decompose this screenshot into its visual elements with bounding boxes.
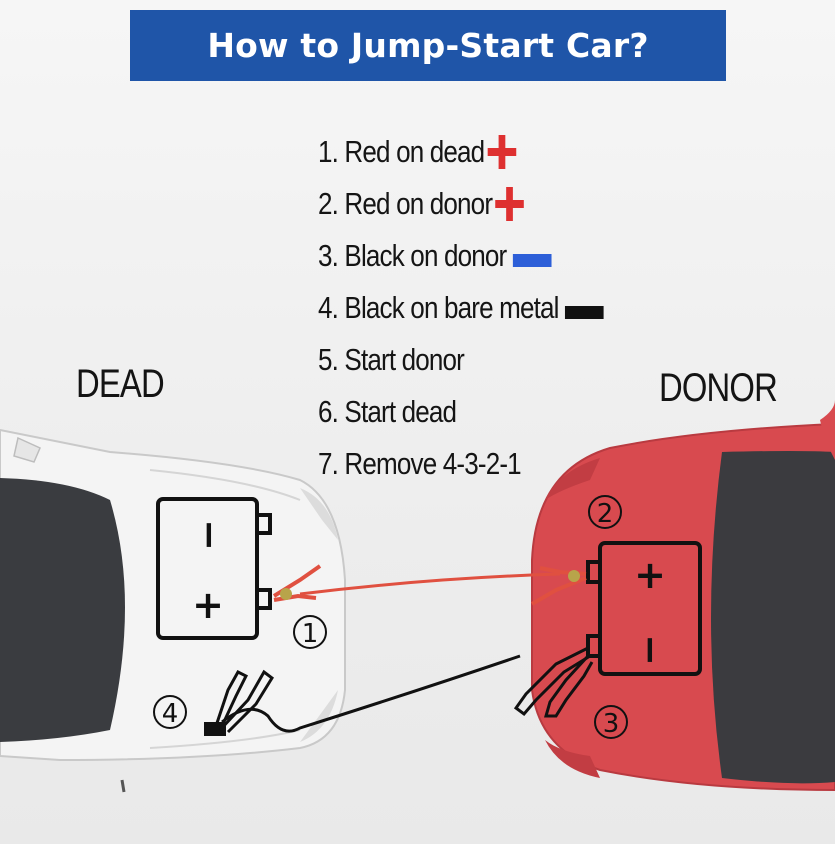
callout-1: 1 [293, 615, 327, 649]
black-cable [221, 654, 521, 733]
step-3: 3. Black on donor [318, 230, 604, 282]
red-plus-icon [495, 187, 525, 221]
step-4: 4. Black on bare metal [318, 282, 604, 334]
red-plus-icon [487, 135, 517, 169]
step-text: 1. Red on dead [318, 134, 485, 169]
step-2: 2. Red on donor [318, 178, 604, 230]
step-text: 6. Start dead [318, 394, 457, 429]
red-clamp-dead [272, 564, 322, 602]
callout-2: 2 [588, 495, 622, 529]
title-banner: How to Jump-Start Car? [130, 10, 726, 81]
black-minus-icon [565, 305, 604, 319]
blue-minus-icon [513, 253, 552, 267]
step-text: 5. Start donor [318, 342, 465, 377]
step-text: 4. Black on bare metal [318, 290, 559, 325]
black-clamp-donor [513, 646, 594, 718]
donor-battery-bottom-terminal: − [629, 634, 673, 666]
step-text: 3. Black on donor [318, 238, 507, 273]
donor-car [531, 400, 835, 792]
step-5: 5. Start donor [318, 334, 604, 386]
step-1: 1. Red on dead [318, 126, 604, 178]
callout-3-number: 3 [603, 709, 620, 739]
steps-list: 1. Red on dead 2. Red on donor 3. Black … [318, 126, 658, 490]
callout-2-number: 2 [597, 499, 614, 529]
donor-battery: + − [586, 541, 702, 676]
dead-battery-top-terminal: − [188, 519, 232, 551]
step-text: 2. Red on donor [318, 186, 493, 221]
step-7: 7. Remove 4-3-2-1 [318, 438, 604, 490]
dead-battery-bottom-terminal: + [192, 583, 224, 627]
dead-label: DEAD [76, 362, 165, 406]
donor-battery-top-terminal: + [634, 553, 666, 597]
donor-label: DONOR [659, 366, 778, 410]
callout-3: 3 [594, 705, 628, 739]
callout-4-number: 4 [162, 699, 179, 729]
callout-4: 4 [153, 695, 187, 729]
callout-1-number: 1 [302, 619, 319, 649]
page-title: How to Jump-Start Car? [207, 26, 649, 65]
small-mark [120, 779, 126, 793]
red-clamp-donor [530, 566, 587, 606]
step-text: 7. Remove 4-3-2-1 [318, 446, 522, 481]
red-cable [299, 572, 561, 596]
dead-battery: − + [156, 497, 272, 640]
black-clamp-dead [204, 669, 274, 736]
step-6: 6. Start dead [318, 386, 604, 438]
